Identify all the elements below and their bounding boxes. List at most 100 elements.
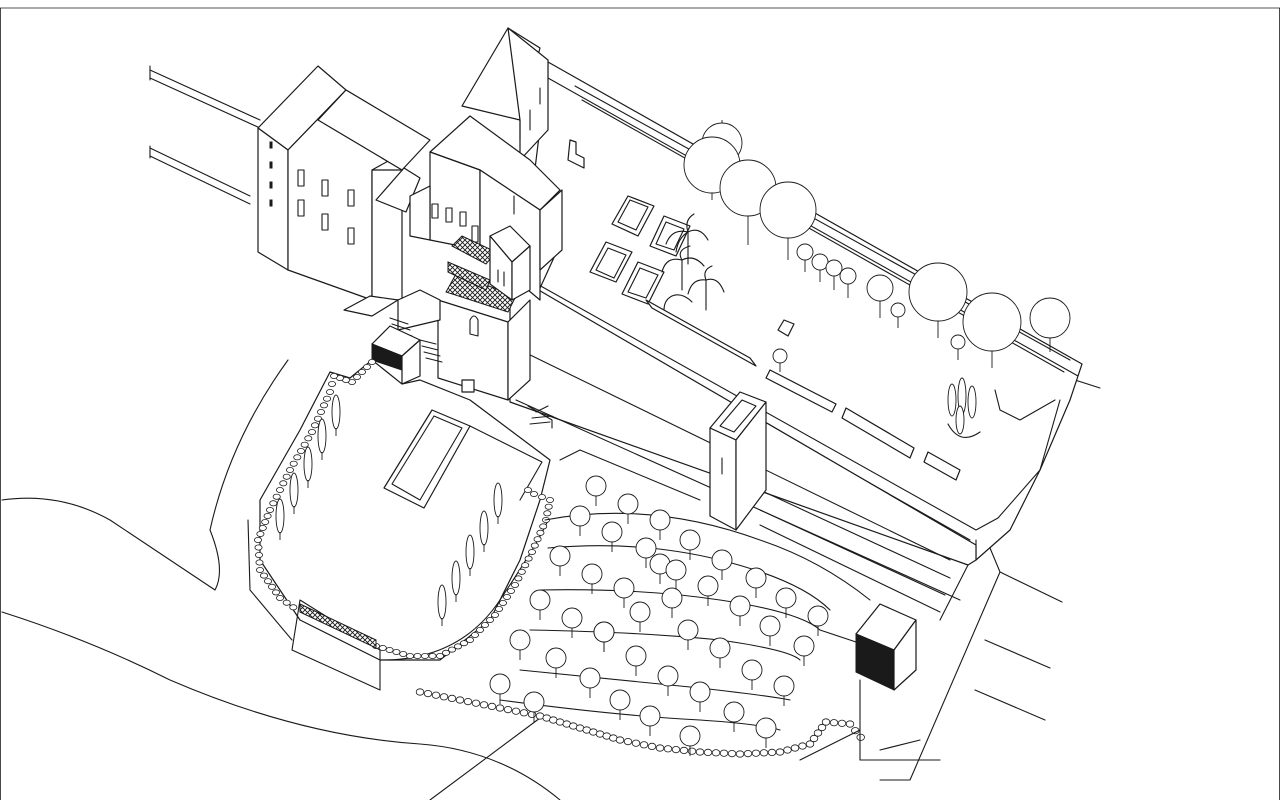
stone [719,749,729,757]
stone [503,705,513,714]
stone [671,745,681,754]
stone [751,749,761,757]
stone [367,358,376,365]
stone [423,689,433,698]
stone [487,702,497,711]
stone [279,480,288,487]
stone [325,388,334,395]
orchard-tree [679,725,701,756]
stone [528,549,537,556]
stone [813,729,823,737]
fence-segment [299,603,377,649]
orchard-tree [545,647,567,678]
stone [428,653,437,660]
stone [392,649,401,656]
main-house [257,65,431,301]
orchard-tree [635,537,657,568]
stone [623,737,633,746]
stone [519,709,529,717]
orchard-tree [629,601,651,632]
stone [420,653,429,660]
stone [517,568,526,575]
stone [453,643,462,650]
stone [470,632,479,639]
stone [399,651,408,658]
stone [679,746,689,755]
stone [413,653,422,660]
orchard-tree [709,637,731,668]
stone [506,588,515,595]
stone [316,408,325,415]
orchard-tree [773,675,795,706]
stone [439,693,449,701]
orchard-tree [723,701,745,732]
stone [821,718,831,726]
stone [431,691,441,699]
stone [304,435,313,442]
stone [441,649,450,656]
wall-pier [709,391,767,531]
orchard-tree [661,587,683,618]
stone [502,594,511,601]
orchard-tree [697,575,719,606]
stone [485,617,494,624]
stone [845,720,855,728]
stone [495,704,505,712]
orchard-tree [745,567,767,598]
stone [727,749,737,758]
stone [479,701,489,709]
stone [510,582,519,589]
stone [272,493,281,500]
stone [296,447,305,454]
orchard-tree [741,659,763,690]
stone [798,742,807,750]
orchard-trees [489,475,829,756]
stone [471,699,481,707]
stone [639,741,649,749]
stone [463,697,473,706]
orchard-tree [677,619,699,650]
stone [790,744,800,752]
stone [544,503,553,510]
gate-house [819,603,941,761]
lower-cypresses [275,394,503,626]
stone [282,473,291,480]
stone [475,627,484,634]
stone [310,422,319,429]
stone [378,645,387,652]
stone [631,739,641,747]
orchard-tree [561,607,583,638]
stone [255,567,264,574]
stone [319,402,328,409]
stone [285,466,294,473]
orchard-tree [569,505,591,536]
stone-wall-edges [253,358,865,758]
orchard-tree [523,691,545,722]
stone [275,595,284,602]
stone [289,604,298,611]
stone [327,380,336,387]
orchard-tree [601,521,623,552]
stone [254,544,263,551]
orchard-terraces [499,449,871,761]
stone [546,496,555,503]
orchard-tree [613,577,635,608]
terrace-planters [567,139,961,481]
stone [293,454,302,461]
stone [289,460,298,467]
stone [837,719,847,727]
stone [282,599,291,606]
stone [352,373,361,380]
orchard-tree [581,563,603,594]
stone [362,363,371,370]
stone [494,606,503,613]
orchard-tree [609,689,631,720]
stone [357,368,366,375]
orchard-tree [585,475,607,506]
orchard-tree [759,615,781,646]
terrace-trees [683,120,1071,372]
orchard-tree [657,665,679,696]
orchard-tree [617,493,639,524]
stone [255,559,264,566]
terrace-cypresses [947,377,981,438]
